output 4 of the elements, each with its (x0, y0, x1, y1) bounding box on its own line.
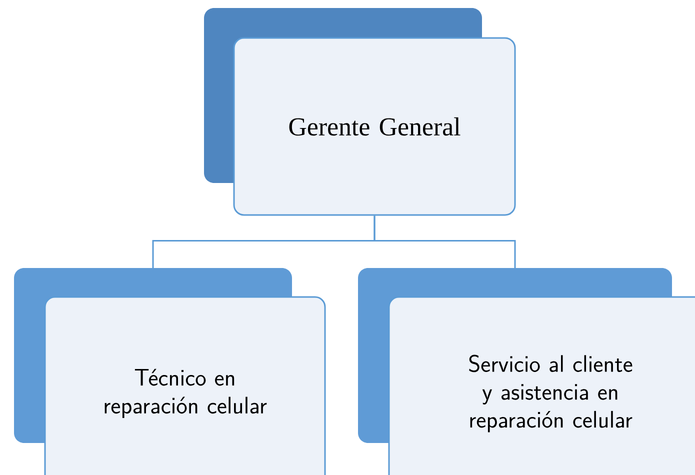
box: Servicio al cliente y asistencia en reparación celular (358, 268, 695, 475)
box: Técnico en reparación celular (14, 268, 326, 475)
box: Gerente General (204, 8, 516, 216)
connector-line (374, 216, 516, 268)
